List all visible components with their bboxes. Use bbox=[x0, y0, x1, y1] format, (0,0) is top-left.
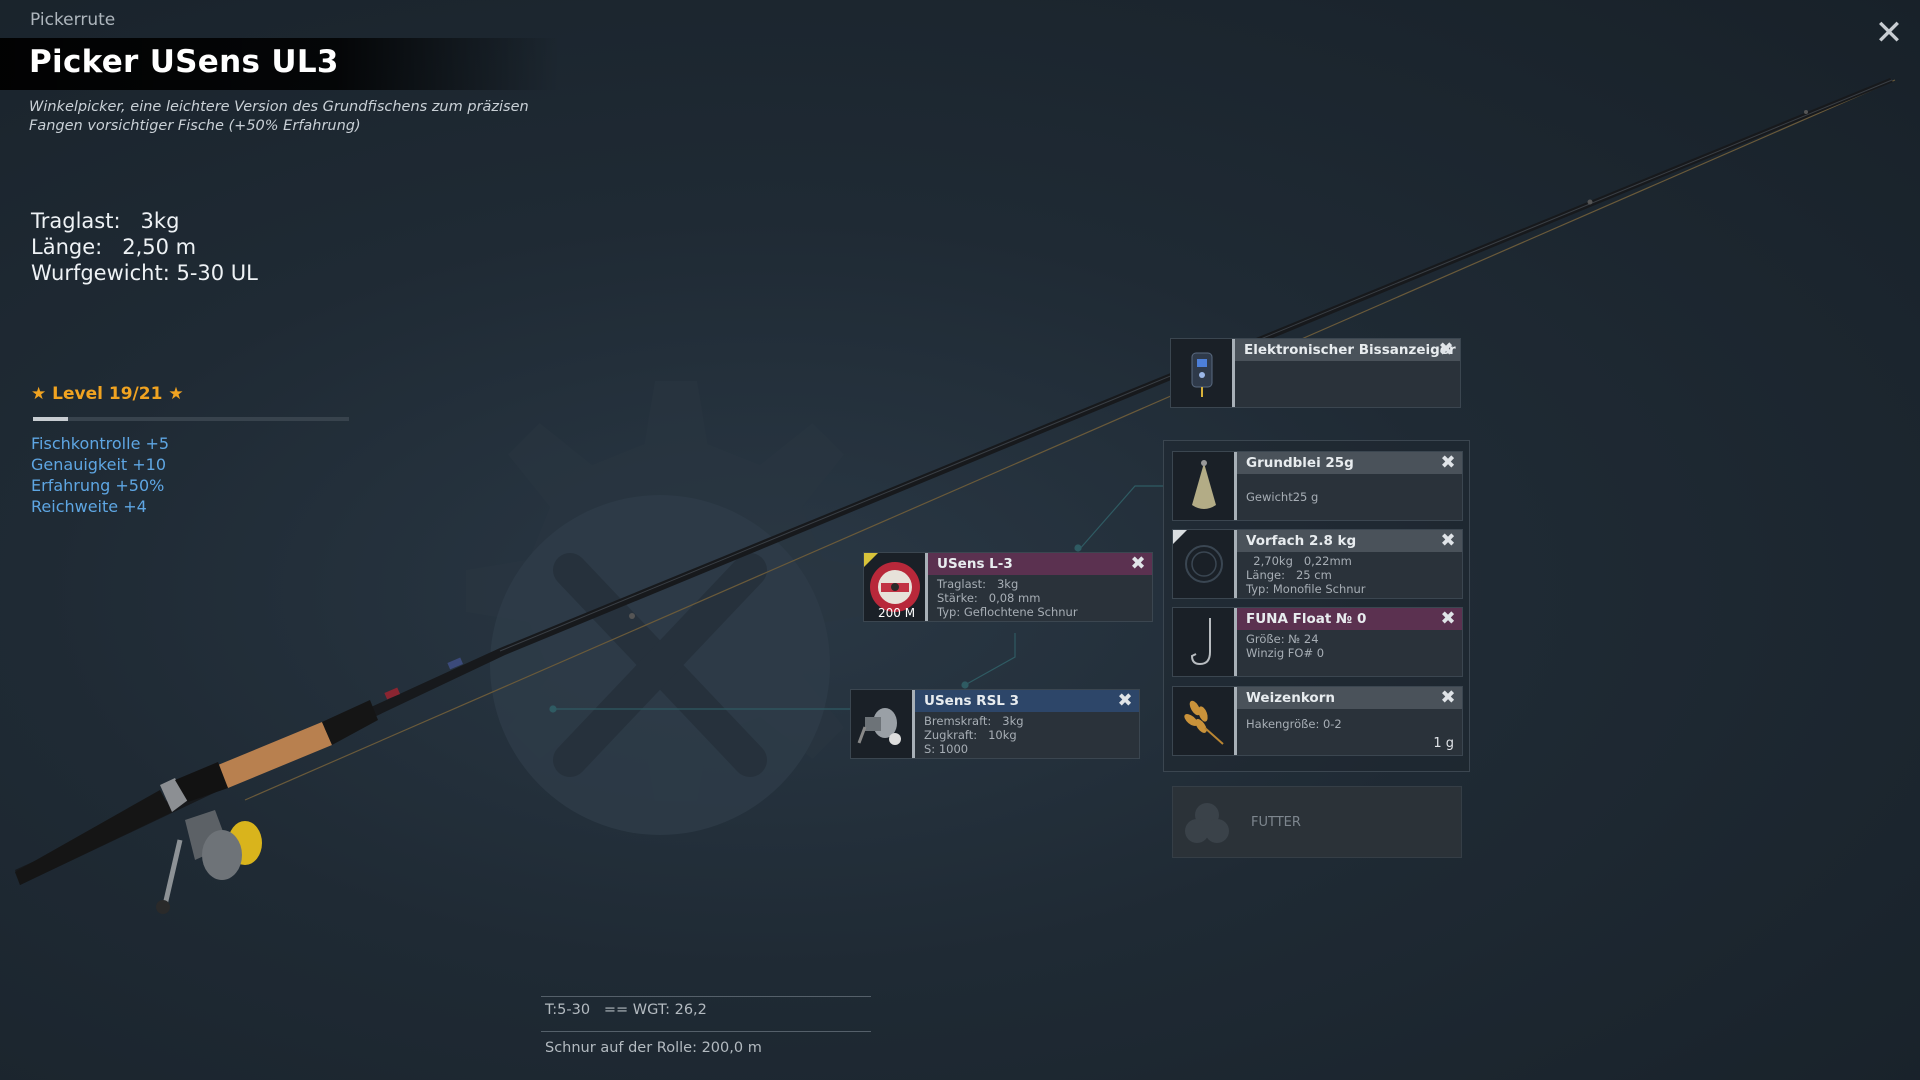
slot-title: Vorfach 2.8 kg bbox=[1237, 530, 1462, 552]
bonus-item: Fischkontrolle +5 bbox=[31, 434, 170, 453]
stat-length: Länge: 2,50 m bbox=[31, 235, 197, 259]
item-description: Winkelpicker, eine leichtere Version des… bbox=[29, 99, 529, 134]
divider bbox=[541, 996, 871, 997]
groundbait-label: FUTTER bbox=[1251, 815, 1301, 830]
rarity-corner bbox=[864, 553, 878, 567]
slot-title: Weizenkorn bbox=[1237, 687, 1462, 709]
remove-icon[interactable]: ✖ bbox=[1440, 608, 1456, 629]
bonus-item: Erfahrung +50% bbox=[31, 476, 165, 495]
slot-title: Elektronischer Bissanzeiger bbox=[1235, 339, 1460, 361]
slot-title: USens L-3 bbox=[928, 553, 1152, 575]
divider bbox=[541, 1031, 871, 1032]
level-progress-track bbox=[33, 417, 349, 421]
fishing-line bbox=[244, 79, 1896, 801]
line-spool-icon: 200 M bbox=[864, 553, 928, 621]
bait-quantity: 1 g bbox=[1433, 736, 1454, 751]
groundbait-slot[interactable]: FUTTER bbox=[1172, 786, 1462, 858]
bite-indicator-slot[interactable]: Elektronischer Bissanzeiger ✖ bbox=[1170, 338, 1461, 408]
reel-illustration bbox=[156, 810, 262, 914]
remove-icon[interactable]: ✖ bbox=[1117, 690, 1133, 711]
bonus-item: Genauigkeit +10 bbox=[31, 455, 167, 474]
stat-cast-weight: Wurfgewicht: 5-30 UL bbox=[31, 261, 258, 285]
slot-details: Hakengröße: 0-2 bbox=[1246, 717, 1342, 731]
line-on-reel-readout: Schnur auf der Rolle: 200,0 m bbox=[545, 1040, 762, 1056]
slot-connectors bbox=[549, 485, 1163, 713]
bait-slot[interactable]: Weizenkorn ✖ Hakengröße: 0-2 1 g bbox=[1172, 686, 1463, 756]
slot-title: USens RSL 3 bbox=[915, 690, 1139, 712]
bite-alarm-icon bbox=[1171, 339, 1235, 407]
bonus-item: Reichweite +4 bbox=[31, 497, 147, 516]
rod-stats: Traglast: 3kg Länge: 2,50 m Wurfgewicht:… bbox=[31, 208, 258, 286]
test-weight-readout: T:5-30 == WGT: 26,2 bbox=[545, 1002, 707, 1018]
bonus-list: Fischkontrolle +5 Genauigkeit +10 Erfahr… bbox=[31, 433, 169, 517]
sinker-icon bbox=[1173, 452, 1237, 520]
gear-watermark-icon bbox=[466, 381, 886, 835]
slot-title: Grundblei 25g bbox=[1237, 452, 1462, 474]
remove-icon[interactable]: ✖ bbox=[1440, 530, 1456, 551]
wheat-icon bbox=[1173, 687, 1237, 755]
rarity-corner bbox=[1173, 530, 1187, 544]
groundbait-icon bbox=[1185, 803, 1229, 843]
level-label: ★ Level 19/21 ★ bbox=[31, 384, 184, 404]
remove-icon[interactable]: ✖ bbox=[1438, 339, 1454, 360]
stat-load: Traglast: 3kg bbox=[31, 209, 180, 233]
level-progress-fill bbox=[33, 417, 68, 421]
close-icon[interactable]: ✕ bbox=[1874, 13, 1904, 53]
page-title: Picker USens UL3 bbox=[29, 44, 339, 80]
breadcrumb[interactable]: Pickerrute bbox=[30, 10, 116, 30]
sinker-slot[interactable]: Grundblei 25g ✖ Gewicht25 g bbox=[1172, 451, 1463, 521]
remove-icon[interactable]: ✖ bbox=[1440, 687, 1456, 708]
rod-guides bbox=[629, 110, 1808, 619]
line-length-badge: 200 M bbox=[878, 606, 916, 620]
slot-details: Gewicht25 g bbox=[1246, 490, 1319, 504]
title-bar-background bbox=[0, 38, 560, 90]
reel-icon bbox=[851, 690, 915, 758]
leader-icon bbox=[1173, 530, 1237, 598]
remove-icon[interactable]: ✖ bbox=[1130, 553, 1146, 574]
hook-icon bbox=[1173, 608, 1237, 676]
remove-icon[interactable]: ✖ bbox=[1440, 452, 1456, 473]
slot-title: FUNA Float № 0 bbox=[1237, 608, 1462, 630]
